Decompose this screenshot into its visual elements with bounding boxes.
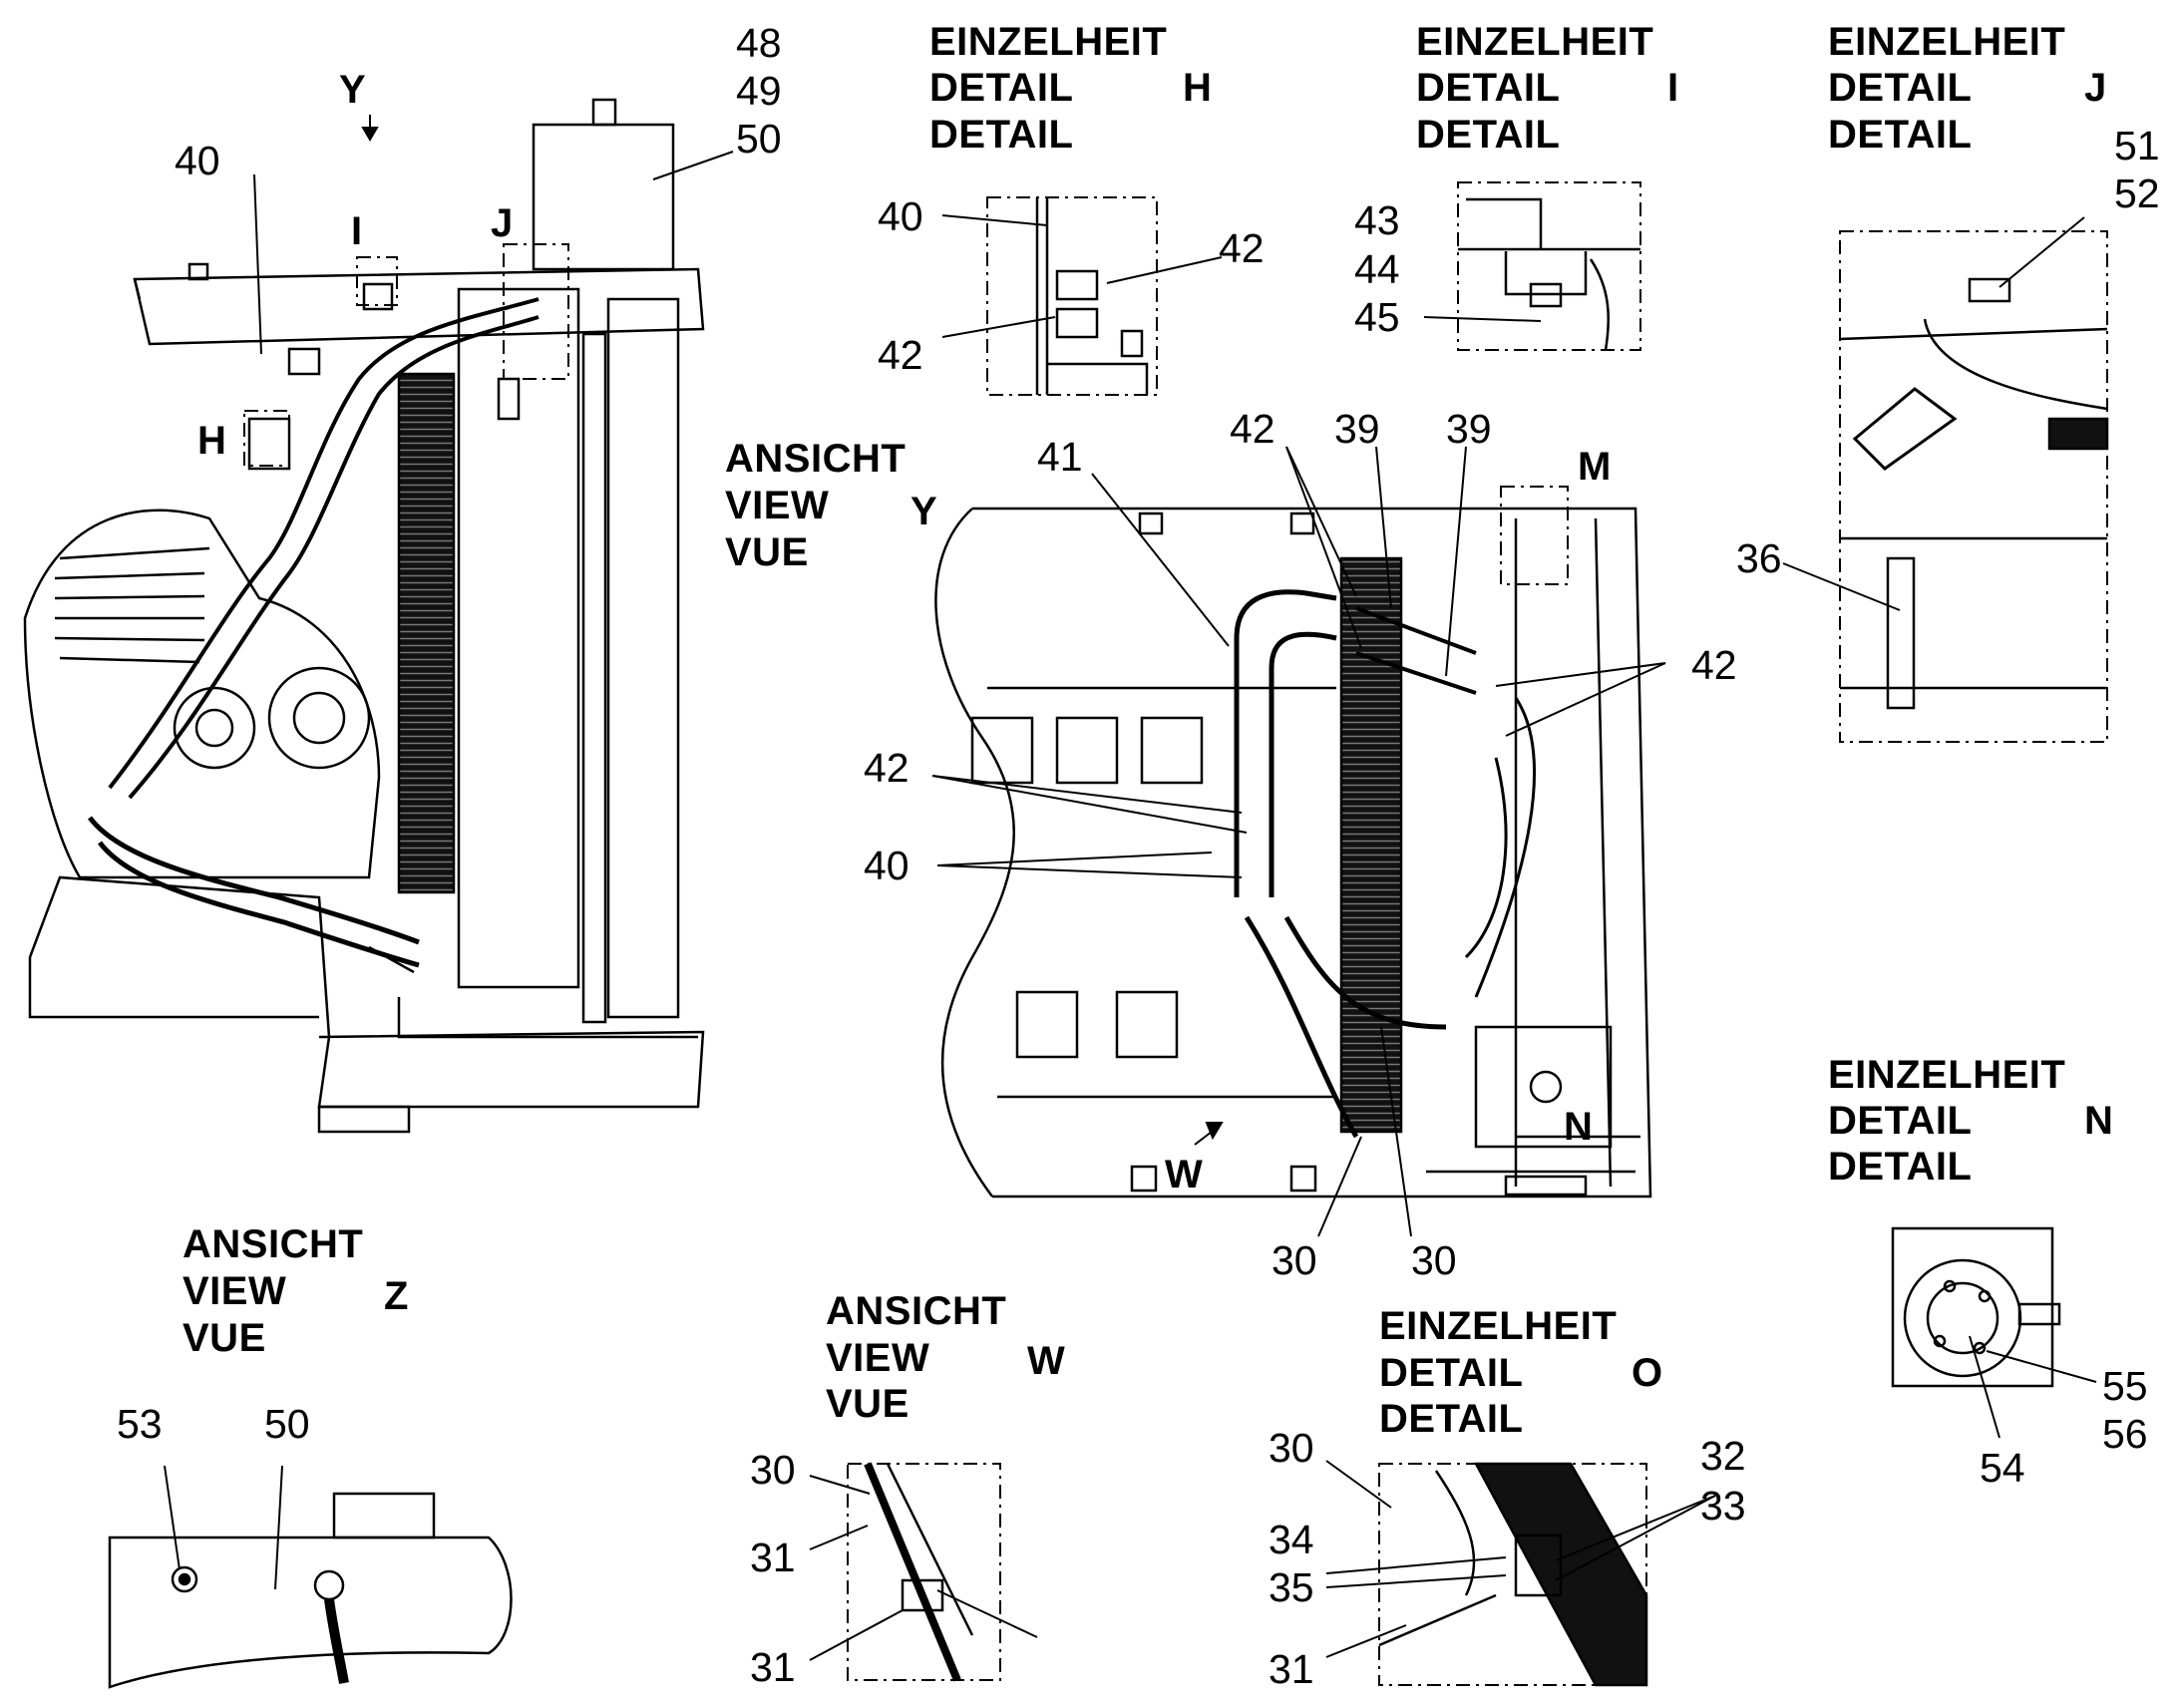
callout-41: 41 [1037, 434, 1083, 480]
detail-n-heading-de: EINZELHEIT [1828, 1053, 2066, 1097]
detail-j-heading-fr: DETAIL [1828, 113, 1973, 157]
view-w-leaders [809, 1475, 1038, 1661]
detail-h-drawing [986, 196, 1158, 396]
view-y-heading-fr: VUE [725, 530, 809, 574]
detail-n-letter: N [2084, 1099, 2114, 1143]
detail-n-heading-en: DETAIL [1828, 1099, 1973, 1143]
callout-30: 30 [1269, 1425, 1314, 1471]
callout-42: 42 [864, 745, 909, 791]
view-z-heading-fr: VUE [182, 1316, 266, 1360]
detail-marker-j: J [491, 201, 514, 245]
view-w-heading-fr: VUE [826, 1382, 909, 1426]
view-w-drawing [847, 1462, 1001, 1682]
detail-h-heading-en: DETAIL [929, 66, 1074, 110]
detail-o-leaders [1325, 1460, 1716, 1658]
detail-j-heading-de: EINZELHEIT [1828, 20, 2066, 64]
callout-34: 34 [1269, 1517, 1314, 1562]
callout-32: 32 [1700, 1433, 1746, 1479]
callout-40: 40 [175, 138, 220, 183]
detail-o-heading-en: DETAIL [1379, 1351, 1524, 1395]
detail-h-letter: H [1183, 66, 1213, 110]
callout-30: 30 [750, 1447, 796, 1493]
view-z-leaders [164, 1465, 283, 1590]
callout-50: 50 [264, 1401, 310, 1447]
callout-42: 42 [1219, 225, 1265, 271]
callout-52: 52 [2114, 171, 2160, 216]
callout-31: 31 [750, 1535, 796, 1580]
detail-o-heading-de: EINZELHEIT [1379, 1304, 1618, 1348]
callout-39: 39 [1446, 406, 1492, 452]
callout-40: 40 [864, 843, 909, 888]
detail-j-leaders [1782, 216, 2085, 611]
callout-30: 30 [1272, 1237, 1317, 1283]
detail-i-letter: I [1667, 66, 1679, 110]
view-marker-w: W [1165, 1153, 1204, 1196]
side-view-detail-frames [243, 243, 569, 467]
callout-56: 56 [2102, 1411, 2148, 1457]
detail-h-heading-fr: DETAIL [929, 113, 1074, 157]
detail-i-drawing [1457, 181, 1641, 351]
detail-o-letter: O [1632, 1351, 1663, 1395]
callout-42: 42 [878, 332, 923, 378]
view-y-letter: Y [910, 490, 938, 533]
detail-marker-h: H [197, 419, 227, 463]
view-y-heading-en: VIEW [725, 484, 830, 527]
callout-55: 55 [2102, 1363, 2148, 1409]
callout-31: 31 [1269, 1646, 1314, 1692]
detail-marker-n: N [1564, 1105, 1594, 1149]
view-marker-y: Y [339, 68, 367, 112]
callout-54: 54 [1980, 1445, 2025, 1491]
callout-36: 36 [1736, 535, 1782, 581]
callout-42: 42 [1230, 406, 1275, 452]
view-y-drawing [934, 507, 1652, 1198]
detail-o-drawing [1378, 1462, 1648, 1687]
detail-marker-m: M [1578, 445, 1612, 489]
callout-30: 30 [1411, 1237, 1457, 1283]
callout-53: 53 [117, 1401, 163, 1447]
detail-n-drawing [1891, 1226, 2061, 1388]
callout-33: 33 [1700, 1483, 1746, 1529]
callout-49: 49 [736, 68, 782, 114]
detail-h-heading-de: EINZELHEIT [929, 20, 1168, 64]
detail-i-heading-en: DETAIL [1416, 66, 1561, 110]
view-y-leaders [931, 446, 1666, 1237]
callout-31: 31 [750, 1644, 796, 1690]
callout-35: 35 [1269, 1564, 1314, 1610]
callout-44: 44 [1354, 246, 1400, 292]
detail-n-heading-fr: DETAIL [1828, 1145, 1973, 1189]
callout-45: 45 [1354, 294, 1400, 340]
callout-43: 43 [1354, 197, 1400, 243]
callout-51: 51 [2114, 123, 2160, 169]
side-view-drawing [23, 98, 705, 1134]
view-y-heading-de: ANSICHT [725, 437, 907, 481]
callout-42: 42 [1691, 642, 1737, 688]
view-w-heading-de: ANSICHT [826, 1289, 1007, 1333]
view-z-drawing [108, 1492, 513, 1689]
view-w-letter: W [1027, 1339, 1066, 1383]
detail-o-heading-fr: DETAIL [1379, 1397, 1524, 1441]
detail-n-leaders [1969, 1335, 2097, 1439]
view-y-detail-frames [1500, 486, 1569, 585]
detail-h-leaders [941, 214, 1223, 338]
callout-39: 39 [1334, 406, 1380, 452]
view-z-letter: Z [384, 1274, 409, 1318]
callout-50: 50 [736, 116, 782, 162]
detail-j-letter: J [2084, 66, 2107, 110]
detail-j-heading-en: DETAIL [1828, 66, 1973, 110]
view-z-heading-en: VIEW [182, 1269, 287, 1313]
side-view-leaders [253, 115, 734, 355]
view-z-heading-de: ANSICHT [182, 1222, 364, 1266]
detail-i-leaders [1423, 316, 1542, 322]
detail-i-heading-de: EINZELHEIT [1416, 20, 1654, 64]
callout-48: 48 [736, 20, 782, 66]
detail-j-drawing [1839, 230, 2109, 743]
detail-i-heading-fr: DETAIL [1416, 113, 1561, 157]
callout-40: 40 [878, 193, 923, 239]
detail-marker-i: I [351, 209, 363, 253]
view-w-heading-en: VIEW [826, 1336, 930, 1380]
